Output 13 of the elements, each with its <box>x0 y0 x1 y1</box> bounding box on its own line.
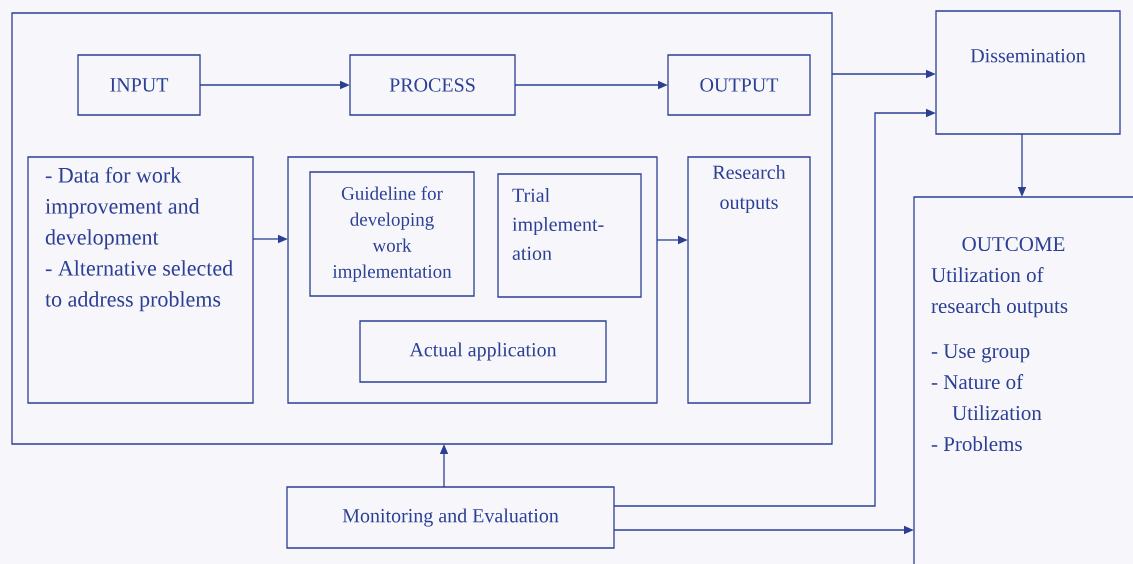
process-box: Guideline for developing work implementation <box>309 171 475 297</box>
process-box: - Data for work improvement and development - Alternative selected to address problems <box>27 156 254 404</box>
process-box: Dissemination <box>935 10 1121 135</box>
process-box: OUTPUT <box>667 54 811 116</box>
process-box: OUTCOME Utilization of research outputs - Use group - Nature of Utilization - Problems <box>913 196 1133 564</box>
process-box: INPUT <box>77 54 201 116</box>
process-box: Research outputs <box>687 156 811 404</box>
group-box <box>287 156 658 404</box>
process-box: Monitoring and Evaluation <box>286 486 615 549</box>
process-box: Actual application <box>359 320 607 383</box>
system-frame <box>11 12 833 445</box>
process-box: PROCESS <box>349 54 516 116</box>
process-box: Trial implement- ation <box>497 173 642 298</box>
